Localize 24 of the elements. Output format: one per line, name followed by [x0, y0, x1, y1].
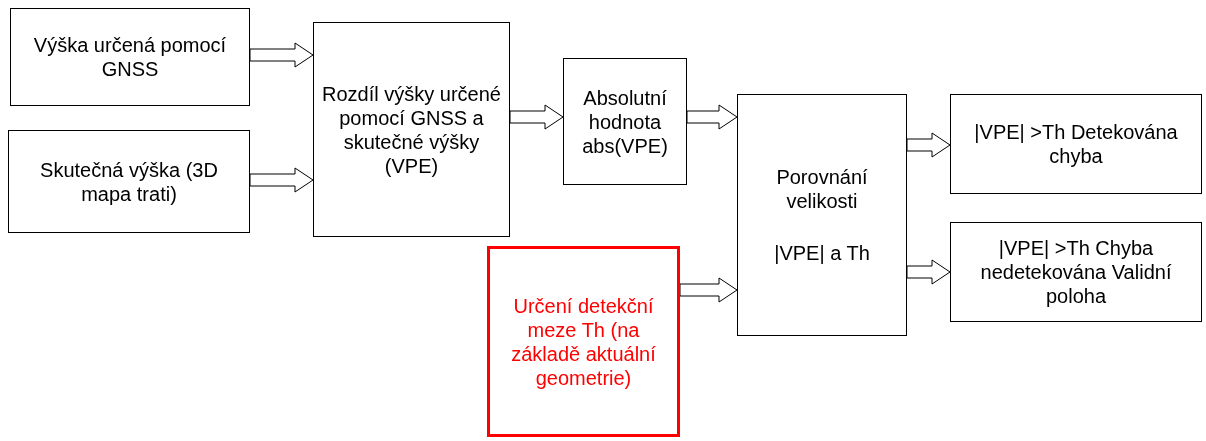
- process-box: [737, 94, 907, 336]
- box-text: Rozdíl výšky určené pomocí GNSS a skutečné výšky (VPE): [321, 81, 502, 178]
- process-box: [8, 130, 250, 233]
- process-box: [313, 22, 510, 237]
- box-text: Absolutní hodnota abs(VPE): [581, 85, 669, 158]
- process-box: [10, 8, 250, 106]
- block-arrow: [249, 42, 314, 68]
- block-arrow: [679, 277, 738, 303]
- box-text: Skutečná výška (3D mapa trati): [39, 157, 219, 206]
- box-text: Určení detekční meze Th (na základě aktuální geometrie): [510, 293, 657, 390]
- block-arrow: [509, 104, 564, 130]
- highlighted-process-box: [487, 246, 680, 437]
- block-arrow: [686, 104, 738, 130]
- box-text: Výška určená pomocí GNSS: [32, 33, 228, 81]
- process-box: [950, 94, 1202, 194]
- block-arrow: [249, 167, 314, 193]
- process-box: [563, 58, 687, 185]
- box-text: |VPE| >Th Detekována chyba: [973, 120, 1179, 168]
- box-text: |VPE| a Th: [774, 241, 870, 265]
- process-box: [950, 222, 1202, 322]
- box-text: |VPE| >Th Chyba nedetekována Validní poloha: [979, 236, 1173, 308]
- box-text: Porovnání velikosti: [775, 165, 869, 213]
- block-arrow: [906, 259, 951, 285]
- block-arrow: [906, 132, 951, 158]
